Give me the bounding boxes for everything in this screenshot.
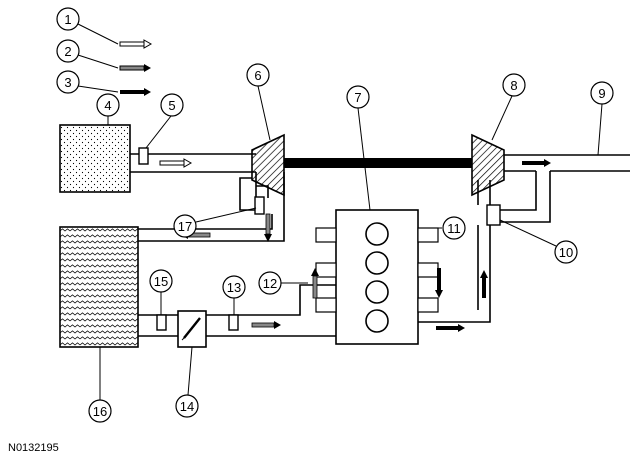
turbine-inlet-flow-arrow	[480, 270, 488, 298]
svg-text:9: 9	[598, 86, 605, 101]
intake-flow-arrow	[159, 158, 193, 168]
svg-text:12: 12	[263, 276, 277, 291]
callout-17: 17	[173, 214, 197, 238]
svg-text:2: 2	[64, 44, 71, 59]
exhaust-manifold-down-arrow	[435, 268, 443, 298]
cylinder-3	[365, 280, 389, 304]
callout-16: 16	[88, 399, 112, 423]
svg-text:10: 10	[559, 245, 573, 260]
legend	[77, 23, 153, 96]
svg-text:1: 1	[64, 12, 71, 27]
callout-2: 2	[56, 39, 80, 63]
callout-6: 6	[246, 63, 270, 87]
svg-text:4: 4	[104, 98, 111, 113]
svg-text:6: 6	[254, 68, 261, 83]
turbine	[471, 133, 505, 197]
callout-1: 1	[56, 7, 80, 31]
callout-7: 7	[346, 85, 370, 109]
legend-leader-3	[77, 85, 119, 93]
svg-text:16: 16	[93, 404, 107, 419]
svg-text:15: 15	[154, 274, 168, 289]
callouts: 1 2 3 4 5 6 7 8 9 10 11 12 13 14 15 16 1…	[56, 7, 614, 423]
intake-sensor	[138, 147, 149, 165]
intake-pipe	[130, 153, 256, 173]
wastegate-bypass	[500, 171, 551, 223]
svg-text:13: 13	[227, 280, 241, 295]
intercooler-outlet-pipe	[138, 284, 336, 337]
turbo-shaft	[284, 158, 472, 168]
leader-lines	[99, 85, 603, 400]
callout-12: 12	[258, 271, 282, 295]
exhaust-manifold-flow-arrow	[436, 324, 465, 332]
svg-text:7: 7	[354, 90, 361, 105]
callout-14: 14	[175, 394, 199, 418]
cylinder-1	[365, 222, 389, 246]
cylinder-4	[365, 309, 389, 333]
svg-text:17: 17	[178, 219, 192, 234]
intercooler	[59, 226, 139, 348]
exhaust-outlet-pipe	[504, 154, 630, 172]
callout-3: 3	[56, 70, 80, 94]
callout-4: 4	[96, 93, 120, 117]
callout-15: 15	[149, 269, 173, 293]
svg-text:3: 3	[64, 75, 71, 90]
callout-10: 10	[554, 240, 578, 264]
callout-5: 5	[160, 93, 184, 117]
turbine-inlet-pipe	[418, 180, 491, 323]
recirculation-valve	[254, 196, 265, 215]
engine-block	[315, 209, 439, 345]
callout-11: 11	[442, 216, 466, 240]
legend-arrow-exhaust	[120, 88, 151, 96]
svg-text:8: 8	[510, 78, 517, 93]
air-filter-box	[59, 124, 131, 193]
throttle-outlet-flow-arrow	[251, 321, 281, 329]
svg-text:11: 11	[447, 221, 461, 236]
legend-leader-2	[77, 54, 119, 69]
callout-8: 8	[502, 73, 526, 97]
svg-text:14: 14	[180, 399, 194, 414]
reference-code: N0132195	[8, 442, 59, 454]
legend-leader-1	[77, 23, 119, 45]
callout-13: 13	[222, 275, 246, 299]
svg-text:5: 5	[168, 98, 175, 113]
charge-air-sensor-15	[156, 314, 167, 331]
legend-arrow-compressed-air	[119, 64, 151, 72]
callout-9: 9	[590, 81, 614, 105]
throttle-body	[177, 310, 207, 348]
legend-arrow-fresh-air	[119, 39, 153, 49]
intake-manifold-flow-arrow	[311, 268, 319, 299]
charge-air-sensor-13	[228, 314, 239, 331]
cylinder-2	[365, 251, 389, 275]
wastegate-actuator	[486, 204, 501, 226]
exhaust-outlet-flow-arrow	[522, 159, 551, 167]
compressor-outlet-flow-down	[264, 213, 272, 242]
